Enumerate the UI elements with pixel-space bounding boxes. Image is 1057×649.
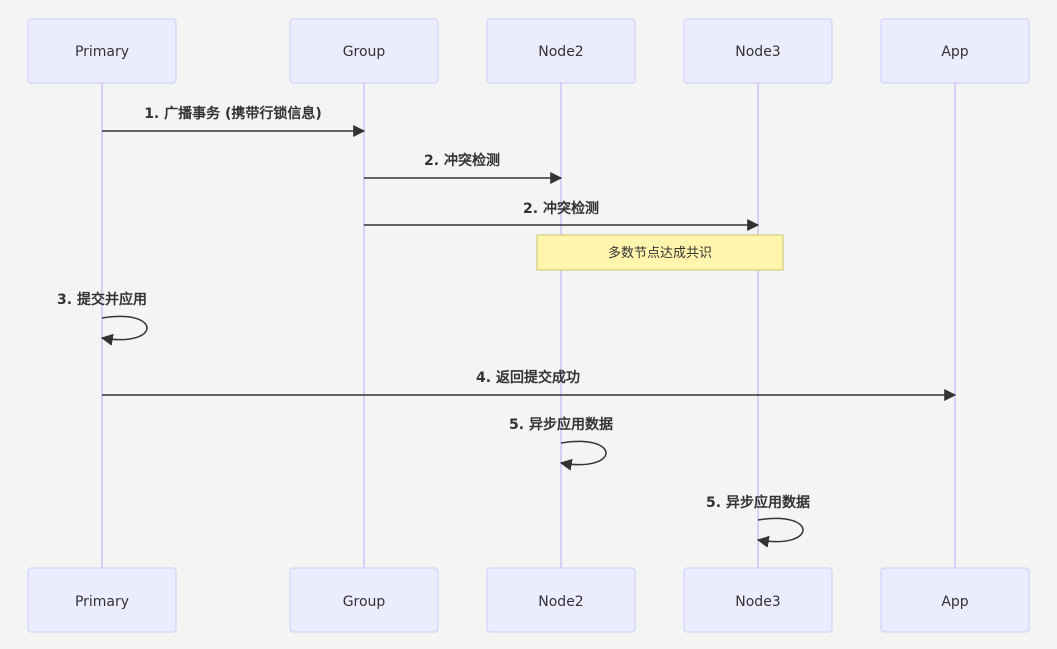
message-label: 5. 异步应用数据 xyxy=(706,494,810,511)
message-label: 3. 提交并应用 xyxy=(57,291,147,308)
message-async-apply-node2: 5. 异步应用数据 xyxy=(509,416,613,471)
actor-node3-bottom: Node3 xyxy=(683,567,833,633)
actor-label: Node2 xyxy=(538,44,583,60)
actor-label: Group xyxy=(343,44,386,60)
message-return-success: 4. 返回提交成功 xyxy=(102,369,957,401)
actor-label: App xyxy=(941,44,968,60)
actor-node2-bottom: Node2 xyxy=(486,567,636,633)
actor-app-top: App xyxy=(880,18,1030,84)
self-loop-arrow xyxy=(756,517,804,548)
message-commit-apply: 3. 提交并应用 xyxy=(57,291,148,346)
actor-group-top: Group xyxy=(289,18,439,84)
actor-app-bottom: App xyxy=(880,567,1030,633)
actors-bottom: Primary Group Node2 Node3 App xyxy=(27,567,1030,633)
actor-label: Group xyxy=(343,594,386,610)
message-label: 4. 返回提交成功 xyxy=(476,369,580,386)
actor-primary-top: Primary xyxy=(27,18,177,84)
actor-node2-top: Node2 xyxy=(486,18,636,84)
message-label: 5. 异步应用数据 xyxy=(509,416,613,433)
self-loop-arrow xyxy=(100,315,148,346)
actor-primary-bottom: Primary xyxy=(27,567,177,633)
message-conflict-check-node3: 2. 冲突检测 xyxy=(364,200,760,231)
note-text: 多数节点达成共识 xyxy=(608,245,712,261)
message-broadcast-transaction: 1. 广播事务 (携带行锁信息) xyxy=(102,105,366,137)
actors-top: Primary Group Node2 Node3 App xyxy=(27,18,1030,84)
actor-label: Primary xyxy=(75,594,129,610)
message-async-apply-node3: 5. 异步应用数据 xyxy=(706,494,810,548)
actor-label: App xyxy=(941,594,968,610)
actor-label: Node2 xyxy=(538,594,583,610)
lifelines xyxy=(101,83,956,568)
note-consensus: 多数节点达成共识 xyxy=(536,234,784,271)
message-conflict-check-node2: 2. 冲突检测 xyxy=(364,152,563,184)
actor-label: Node3 xyxy=(735,594,780,610)
actor-node3-top: Node3 xyxy=(683,18,833,84)
message-label: 2. 冲突检测 xyxy=(523,200,599,217)
actor-label: Primary xyxy=(75,44,129,60)
message-label: 1. 广播事务 (携带行锁信息) xyxy=(144,105,322,122)
self-loop-arrow xyxy=(559,440,607,471)
message-label: 2. 冲突检测 xyxy=(424,152,500,169)
actor-label: Node3 xyxy=(735,44,780,60)
actor-group-bottom: Group xyxy=(289,567,439,633)
